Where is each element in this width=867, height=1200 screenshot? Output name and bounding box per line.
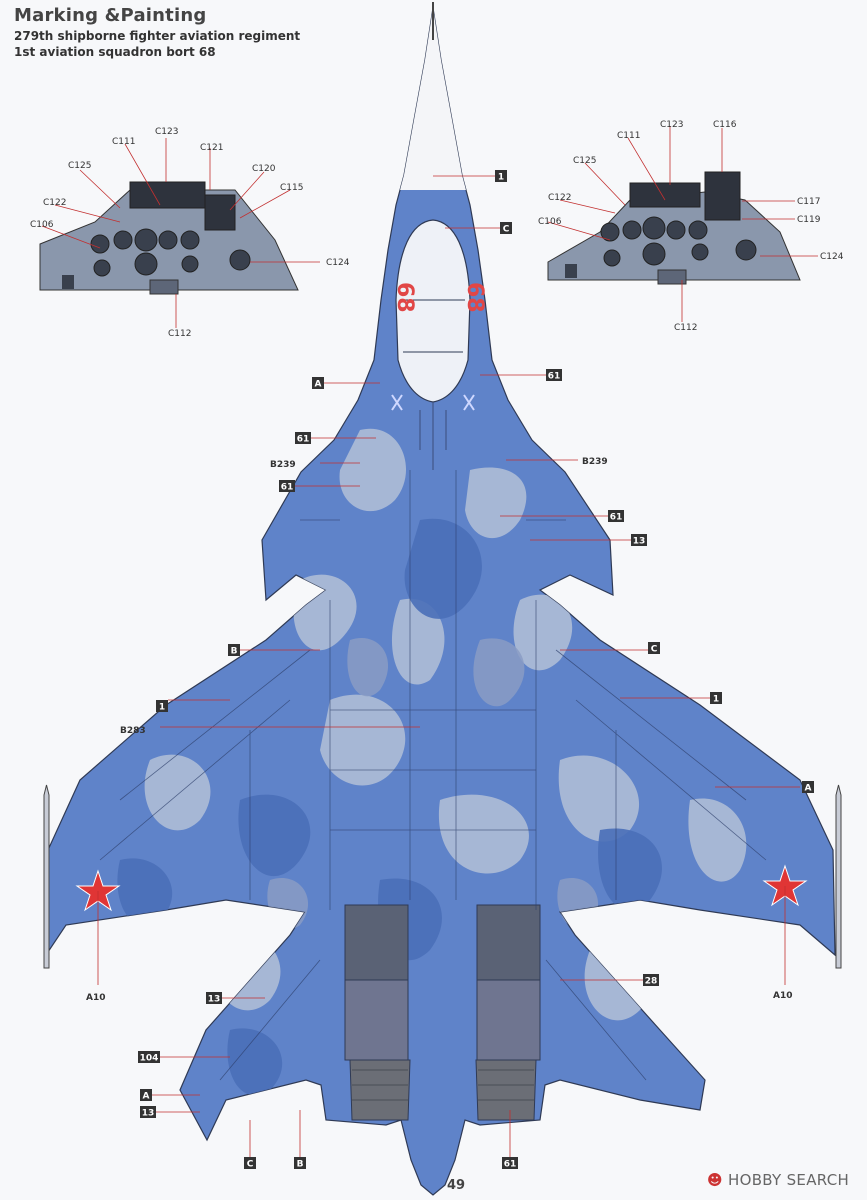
left-engine-bay bbox=[344, 979, 409, 1061]
callout-canopy: C bbox=[503, 225, 510, 235]
callout-canard-edge: 13 bbox=[633, 537, 646, 547]
cr-c112: C112 bbox=[674, 323, 697, 333]
callout-left-stab-edge: 13 bbox=[208, 995, 221, 1005]
cl-c111: C111 bbox=[112, 137, 135, 147]
cr-c119: C119 bbox=[797, 215, 821, 225]
callout-left-canard: 61 bbox=[281, 483, 294, 493]
callout-bottom-61: 61 bbox=[504, 1160, 517, 1170]
subtitle-squadron: 1st aviation squadron bort 68 bbox=[14, 45, 216, 59]
logo-mark-icon: ☻ bbox=[707, 1171, 723, 1189]
bort-number-right: 68 bbox=[462, 282, 487, 313]
callout-nose: 1 bbox=[498, 173, 504, 183]
cr-c106: C106 bbox=[538, 217, 562, 227]
cl-c123: C123 bbox=[155, 127, 178, 137]
cockpit-leader-lines bbox=[41, 126, 818, 328]
right-nozzle bbox=[475, 1059, 537, 1121]
callout-bottom-b: B bbox=[297, 1160, 304, 1170]
cr-c125: C125 bbox=[573, 156, 596, 166]
left-nacelle bbox=[344, 904, 409, 981]
callout-left-stab-104: 104 bbox=[140, 1054, 159, 1064]
cockpit-left-labels: C123 C111 C121 C125 C120 C115 C122 C106 … bbox=[30, 127, 350, 339]
callout-left-wing-edge: 1 bbox=[159, 703, 165, 713]
camo-grey bbox=[267, 638, 599, 929]
cr-c111: C111 bbox=[617, 131, 640, 141]
callout-right-wing-root: C bbox=[651, 645, 658, 655]
cl-c112: C112 bbox=[168, 329, 191, 339]
subtitle-regiment: 279th shipborne fighter aviation regimen… bbox=[14, 29, 301, 43]
callout-left-wing-root: B bbox=[231, 647, 238, 657]
cr-c116: C116 bbox=[713, 120, 737, 130]
cr-c122: C122 bbox=[548, 193, 571, 203]
left-wingtip-rail bbox=[43, 784, 50, 969]
leader-lines bbox=[97, 175, 800, 1160]
cl-c115: C115 bbox=[280, 183, 303, 193]
callout-left-stripe: 61 bbox=[297, 435, 310, 445]
callout-right-wing-edge: 1 bbox=[713, 695, 719, 705]
callout-right-b239: B239 bbox=[582, 457, 608, 467]
spine-lines bbox=[419, 402, 447, 470]
logo-text: HOBBY SEARCH bbox=[728, 1171, 850, 1189]
cockpit-panel-left bbox=[39, 181, 299, 295]
callout-right-star: A10 bbox=[773, 991, 793, 1001]
cr-c124: C124 bbox=[820, 252, 844, 262]
callout-bottom-c: C bbox=[247, 1160, 254, 1170]
right-engine-bay bbox=[476, 979, 541, 1061]
callout-boxes: 1 C A 61 61 B239 B239 61 61 13 B C 1 1 B… bbox=[86, 170, 814, 1170]
page-title: Marking &Painting bbox=[14, 5, 207, 26]
cockpit-panel-right bbox=[547, 171, 801, 285]
callout-left-stab-a: A bbox=[143, 1092, 150, 1102]
cl-c122: C122 bbox=[43, 198, 66, 208]
andreev-flag-right bbox=[463, 394, 475, 411]
callout-right-canard: 61 bbox=[610, 513, 623, 523]
cl-c124: C124 bbox=[326, 258, 350, 268]
canopy-frames bbox=[401, 299, 465, 353]
cl-c125: C125 bbox=[68, 161, 91, 171]
callout-right-spine: 61 bbox=[548, 372, 561, 382]
callout-left-stab-13: 13 bbox=[142, 1109, 155, 1119]
callout-right-wing: A bbox=[805, 784, 812, 794]
callout-left-b239: B239 bbox=[270, 460, 296, 470]
cl-c106: C106 bbox=[30, 220, 54, 230]
bort-number-left: 68 bbox=[392, 282, 417, 313]
cl-c121: C121 bbox=[200, 143, 223, 153]
cl-c120: C120 bbox=[252, 164, 276, 174]
left-nozzle bbox=[349, 1059, 411, 1121]
right-wingtip-rail bbox=[835, 784, 842, 969]
radome bbox=[400, 8, 466, 190]
cockpit-right-labels: C123 C116 C111 C125 C117 C122 C119 C106 … bbox=[538, 120, 844, 333]
su33-top-view: 68 68 bbox=[43, 2, 842, 1196]
cr-c123: C123 bbox=[660, 120, 683, 130]
andreev-flag-left bbox=[391, 394, 403, 411]
camouflage-pattern bbox=[117, 8, 747, 1096]
watermark-logo: ☻ HOBBY SEARCH bbox=[707, 1171, 849, 1189]
callout-left-intake: A bbox=[315, 380, 322, 390]
page-number: 49 bbox=[447, 1178, 466, 1193]
cr-c117: C117 bbox=[797, 197, 820, 207]
panel-lines bbox=[99, 470, 767, 1081]
right-nacelle bbox=[476, 904, 541, 981]
callout-right-stab: 28 bbox=[645, 977, 658, 987]
callout-left-star: A10 bbox=[86, 993, 106, 1003]
callout-center-b283: B283 bbox=[120, 726, 146, 736]
